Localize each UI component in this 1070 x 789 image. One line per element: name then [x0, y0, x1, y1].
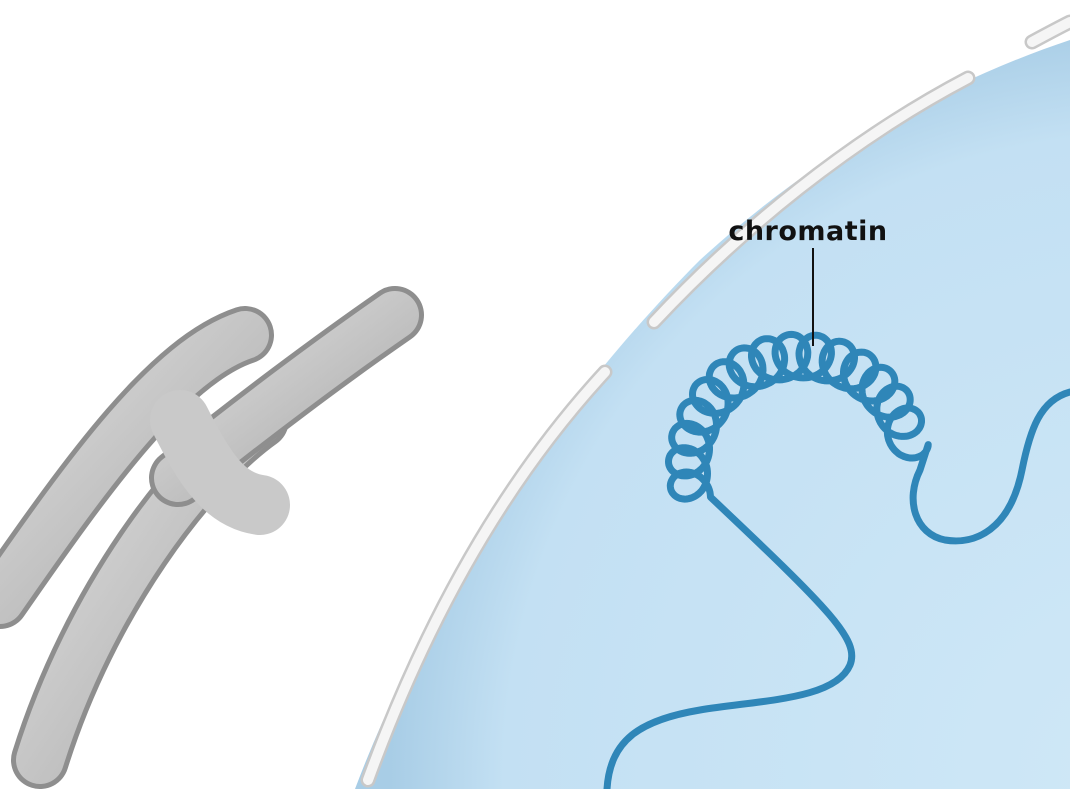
chromosome-shape: [0, 315, 395, 760]
chromatin-label: chromatin: [728, 216, 887, 247]
